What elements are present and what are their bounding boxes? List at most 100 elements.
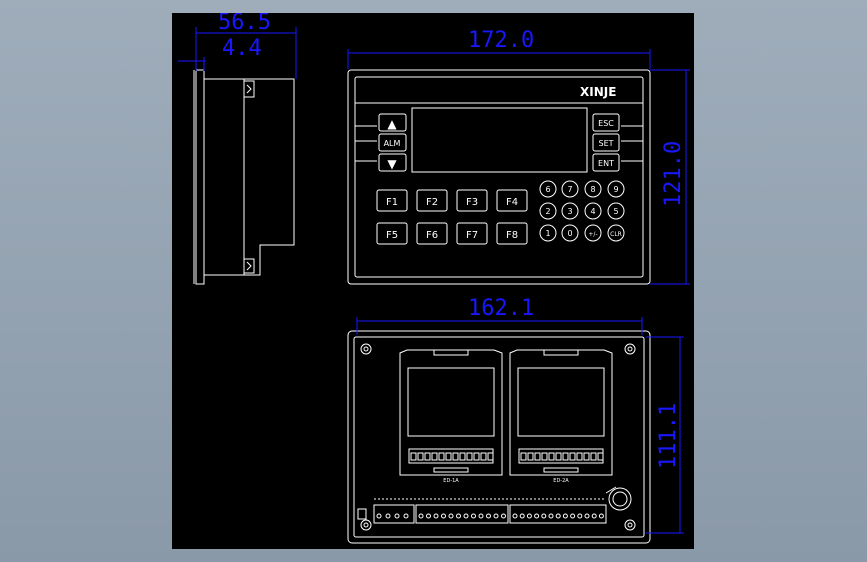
- num-key-2-label: 2: [545, 207, 550, 216]
- side-view-body: [203, 78, 295, 276]
- f1-key-label: F1: [386, 197, 398, 208]
- rear-view-inner: [353, 336, 645, 538]
- module-terminal-pin: [576, 452, 583, 461]
- output-terminal-pin: [577, 513, 583, 519]
- num-key-6-label: 6: [545, 185, 550, 194]
- num-key-3-label: 3: [567, 207, 572, 216]
- side-view-latch-bottom: [243, 258, 255, 274]
- mount-hole-tl: [360, 343, 372, 355]
- output-terminal-pin: [598, 513, 604, 519]
- input-terminal-pin: [486, 513, 491, 519]
- module-2-window: [517, 367, 605, 437]
- f2-key-label: F2: [426, 197, 438, 208]
- module-terminal-pin: [562, 452, 569, 461]
- num-key-5[interactable]: [607, 202, 625, 220]
- rear-view: [347, 330, 651, 544]
- num-key-2[interactable]: [539, 202, 557, 220]
- num-key-8[interactable]: [584, 180, 602, 198]
- side-dimensions: [178, 27, 297, 79]
- module-terminal-pin: [473, 452, 480, 461]
- power-terminal-pin: [403, 513, 409, 519]
- dim-side-width: 56.5: [218, 13, 271, 35]
- module-terminal-pin: [520, 452, 527, 461]
- module-terminal-pin: [541, 452, 548, 461]
- num-key-plusminus-label: +/-: [588, 231, 597, 238]
- f3-key[interactable]: [456, 189, 488, 212]
- num-key-plusminus[interactable]: [584, 224, 602, 242]
- power-terminal-pin: [385, 513, 391, 519]
- technical-drawing: 56.5 4.4: [178, 10, 690, 544]
- set-key[interactable]: [592, 133, 620, 152]
- num-key-1[interactable]: [539, 224, 557, 242]
- terminal-pins: [376, 452, 604, 519]
- front-view-outer: [347, 69, 651, 285]
- num-key-4[interactable]: [584, 202, 602, 220]
- f6-key-label: F6: [426, 230, 438, 241]
- num-key-3[interactable]: [561, 202, 579, 220]
- dim-front-height: 121.0: [661, 141, 686, 207]
- module-terminal-pin: [417, 452, 424, 461]
- module-terminal-pin: [569, 452, 576, 461]
- expansion-module-1: [399, 349, 503, 476]
- f6-key[interactable]: [416, 222, 448, 245]
- f8-key-label: F8: [506, 230, 518, 241]
- num-key-0-label: 0: [567, 229, 572, 238]
- num-key-4-label: 4: [590, 207, 595, 216]
- output-terminal-pin: [555, 513, 561, 519]
- input-terminal-pin: [448, 513, 454, 519]
- output-terminal-pin: [512, 513, 518, 519]
- mount-hole-br: [624, 519, 636, 531]
- alm-key-label: ALM: [384, 139, 401, 148]
- terminal-block-power: [373, 504, 415, 524]
- round-comm-connector: [608, 487, 632, 511]
- up-key[interactable]: [378, 113, 407, 132]
- terminal-block-inputs: [415, 504, 509, 524]
- input-terminal-pin: [471, 513, 476, 519]
- brand-logo: XINJE: [580, 85, 616, 99]
- num-key-6[interactable]: [539, 180, 557, 198]
- output-terminal-pin: [548, 513, 554, 519]
- module-terminal-pin: [548, 452, 555, 461]
- terminal-block-outputs: [509, 504, 607, 524]
- ent-key[interactable]: [592, 153, 620, 172]
- f5-key[interactable]: [376, 222, 408, 245]
- input-terminal-pin: [493, 513, 499, 519]
- input-terminal-pin: [456, 513, 461, 519]
- input-terminal-pin: [478, 513, 484, 519]
- ent-key-label: ENT: [598, 159, 614, 168]
- dim-rear-height: 111.1: [656, 403, 681, 469]
- f1-key[interactable]: [376, 189, 408, 212]
- module-terminal-pin: [534, 452, 541, 461]
- num-key-1-label: 1: [545, 229, 550, 238]
- num-key-9[interactable]: [607, 180, 625, 198]
- expansion-module-2: [509, 349, 613, 476]
- power-terminal-pin: [376, 513, 382, 519]
- rear-dimensions: [356, 317, 684, 534]
- f5-key-label: F5: [386, 230, 398, 241]
- f8-key[interactable]: [496, 222, 528, 245]
- f7-key[interactable]: [456, 222, 488, 245]
- module-terminal-pin: [424, 452, 431, 461]
- side-view: [193, 69, 295, 285]
- num-key-7[interactable]: [561, 180, 579, 198]
- esc-key[interactable]: [592, 113, 620, 132]
- front-view-inner: [354, 76, 644, 278]
- num-key-8-label: 8: [590, 185, 595, 194]
- up-key-label: ▲: [387, 117, 397, 131]
- module-terminal-pin: [590, 452, 597, 461]
- mount-hole-bl: [360, 519, 372, 531]
- alm-key[interactable]: [378, 133, 407, 152]
- esc-key-label: ESC: [598, 119, 614, 128]
- module-terminal-pin: [438, 452, 445, 461]
- module-terminal-pin: [583, 452, 590, 461]
- f4-key[interactable]: [496, 189, 528, 212]
- num-key-0[interactable]: [561, 224, 579, 242]
- set-key-label: SET: [598, 139, 613, 148]
- f2-key[interactable]: [416, 189, 448, 212]
- module-1-window: [407, 367, 495, 437]
- down-key[interactable]: [378, 153, 407, 172]
- module-terminal-pin: [410, 452, 417, 461]
- num-key-clr[interactable]: [607, 224, 625, 242]
- down-key-label: ▼: [387, 157, 397, 171]
- input-terminal-pin: [426, 513, 431, 519]
